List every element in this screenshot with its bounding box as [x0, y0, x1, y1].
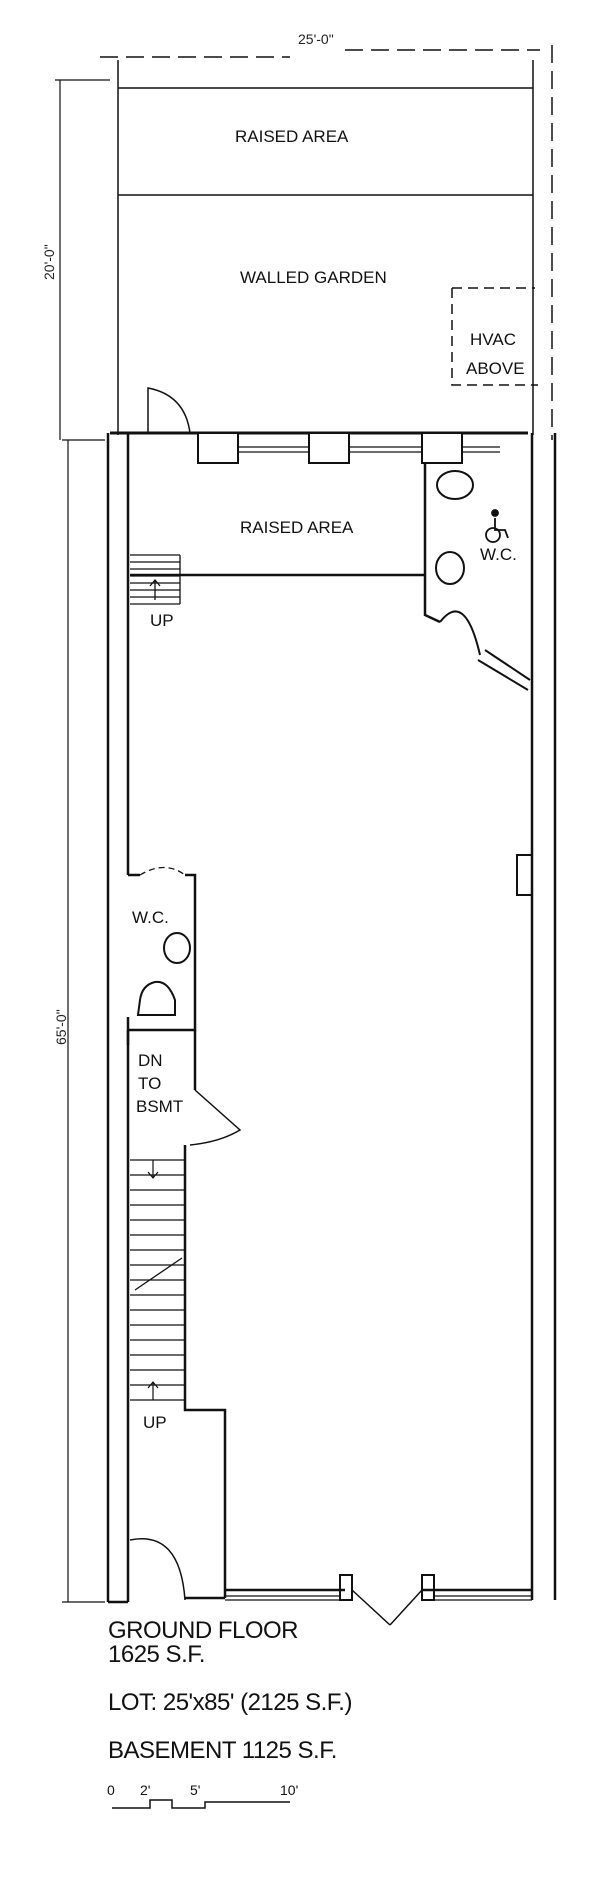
rear-window-2 — [308, 432, 350, 464]
front-wall — [108, 1588, 532, 1604]
note-lot-size: LOT: 25'x85' (2125 S.F.) — [108, 1689, 352, 1716]
scale-label-2: 2' — [140, 1782, 150, 1798]
basement-stair-door — [189, 1089, 242, 1146]
scale-label-10: 10' — [280, 1782, 298, 1798]
left-outer-wall — [106, 433, 130, 1602]
label-up-rear: UP — [150, 611, 174, 630]
basement-stairs — [130, 1159, 185, 1401]
label-raised-area-interior: RAISED AREA — [240, 518, 354, 537]
scale-bar — [112, 1799, 290, 1809]
rear-window-3 — [421, 432, 463, 464]
label-dn-1: DN — [138, 1051, 163, 1070]
note-ground-floor: GROUND FLOOR — [108, 1617, 299, 1644]
label-wc-small: W.C. — [132, 908, 169, 927]
sink-small — [136, 980, 176, 1016]
front-pier-left — [339, 1574, 353, 1601]
label-raised-area-garden: RAISED AREA — [235, 127, 349, 146]
dim-garden-depth: 20'-0" — [41, 244, 57, 280]
wheelchair-icon — [485, 509, 509, 543]
top-dimension-line — [100, 45, 553, 440]
right-outer-wall — [530, 433, 557, 1600]
sink-accessible — [435, 551, 465, 585]
small-wc-door — [139, 866, 186, 876]
front-entry-doors — [351, 1589, 423, 1626]
dim-building-depth: 65'-0" — [53, 1009, 69, 1045]
accessible-wc-walls — [130, 462, 441, 624]
label-wc-accessible: W.C. — [480, 545, 517, 564]
label-hvac-1: HVAC — [470, 330, 516, 349]
front-window-left — [225, 1595, 340, 1601]
front-left-door-swing — [129, 1538, 186, 1601]
label-dn-2: TO — [138, 1074, 161, 1093]
label-dn-3: BSMT — [136, 1097, 183, 1116]
toilet-accessible — [436, 470, 474, 500]
basement-stair-enclosure — [126, 1030, 227, 1598]
front-window-right — [434, 1595, 532, 1601]
dim-top-width: 25'-0" — [298, 31, 334, 47]
label-hvac-2: ABOVE — [466, 359, 525, 378]
label-walled-garden: WALLED GARDEN — [240, 268, 387, 287]
note-basement-area: BASEMENT 1125 S.F. — [108, 1737, 337, 1764]
small-wc-walls — [128, 873, 197, 1032]
toilet-small — [163, 932, 191, 964]
scale-label-0: 0 — [107, 1782, 115, 1798]
left-dimension-line-building — [62, 439, 105, 1603]
label-up-front: UP — [143, 1413, 167, 1432]
rear-window-1 — [197, 432, 239, 464]
note-ground-floor-area: 1625 S.F. — [108, 1641, 205, 1668]
front-pier-right — [421, 1574, 435, 1601]
scale-label-5: 5' — [190, 1782, 200, 1798]
garden-boundary — [117, 60, 534, 435]
left-dimension-line-garden — [55, 79, 110, 440]
hvac-dashed-box — [451, 287, 538, 386]
rear-door-swing — [147, 387, 191, 434]
